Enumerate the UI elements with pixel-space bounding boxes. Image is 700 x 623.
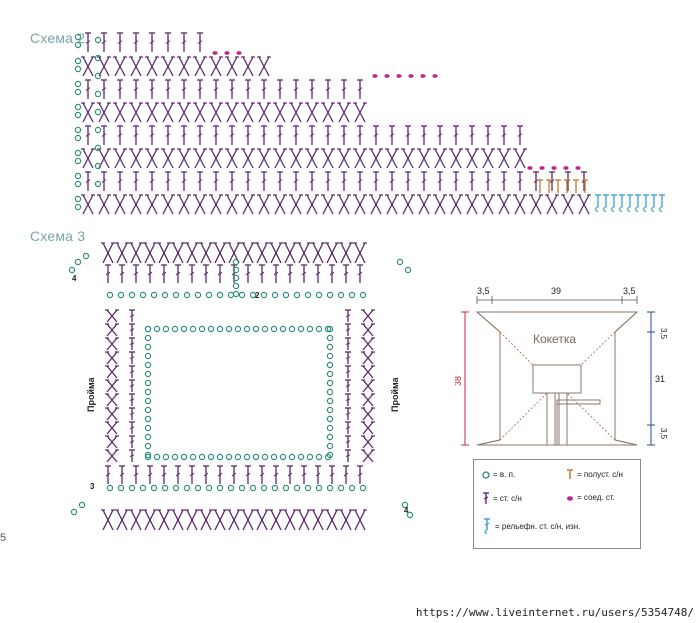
corner-number-top-left: 4 bbox=[72, 274, 77, 283]
relief-stitch-icon bbox=[484, 518, 490, 534]
schema-3-title: Схема 3 bbox=[30, 228, 86, 244]
corner-number-top-center: 2 bbox=[255, 291, 260, 300]
dim-top-center: 39 bbox=[551, 286, 561, 296]
legend: = в. п. = полуст. с/н = ст. с/н = соед. … bbox=[473, 459, 641, 549]
dim-left: 38 bbox=[455, 376, 463, 386]
legend-dc: = ст. с/н bbox=[482, 492, 522, 504]
armhole-label-right: Пройма bbox=[390, 376, 400, 412]
yoke-pattern-diagram: 3,5 39 3,5 Кокетка 38 3,5 31 3,5 bbox=[455, 286, 668, 446]
half-double-crochet-icon bbox=[567, 469, 573, 479]
yoke-label: Кокетка bbox=[533, 332, 576, 346]
schema-2-title: Схема 2 bbox=[30, 30, 86, 46]
corner-number-bottom-right: 4 bbox=[404, 506, 409, 515]
source-url[interactable]: https://www.liveinternet.ru/users/535474… bbox=[415, 606, 694, 619]
armhole-label-left: Пройма bbox=[86, 376, 96, 412]
legend-slip: = соед. ст. bbox=[566, 493, 615, 502]
dim-right-bottom: 3,5 bbox=[659, 428, 668, 440]
dim-top-right: 3,5 bbox=[623, 286, 636, 296]
legend-chain: = в. п. bbox=[482, 470, 515, 479]
page-margin-mark: 5 bbox=[0, 532, 7, 544]
slip-stitch-icon bbox=[567, 495, 573, 501]
legend-hdc: = полуст. с/н bbox=[566, 469, 623, 479]
dim-right-top: 3,5 bbox=[659, 328, 668, 340]
double-crochet-icon bbox=[483, 492, 489, 504]
dim-top-left: 3,5 bbox=[477, 286, 490, 296]
legend-relief: = рельефн. ст. с/н, изн. bbox=[482, 518, 580, 534]
dim-right-middle: 31 bbox=[655, 374, 665, 384]
chain-stitch-icon bbox=[482, 470, 490, 479]
corner-number-bottom-left: 3 bbox=[90, 482, 95, 491]
